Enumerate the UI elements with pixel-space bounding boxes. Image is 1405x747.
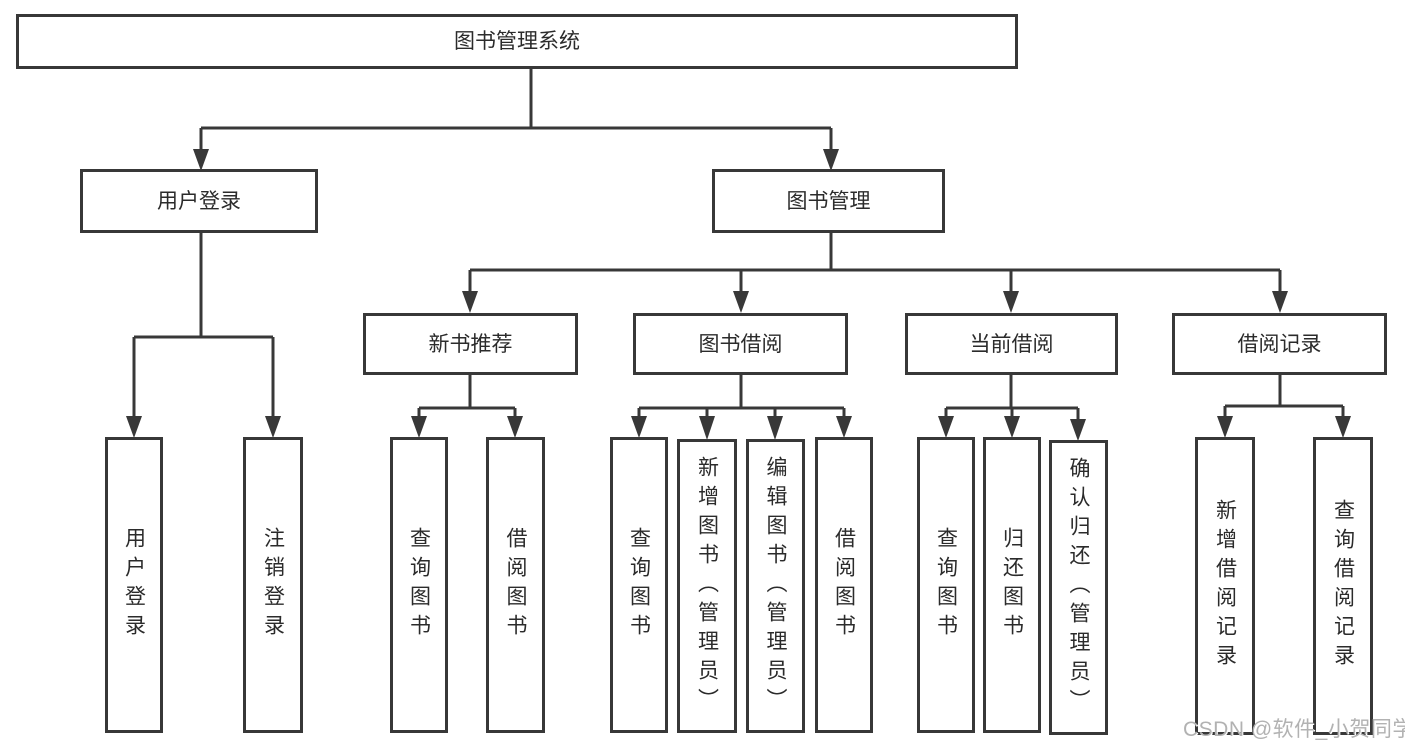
node-label: 借阅图书	[832, 527, 856, 643]
csdn-watermark: CSDN @软件_小贺同学	[1183, 718, 1405, 741]
node-current-borrowing: 当前借阅	[905, 313, 1118, 375]
node-user-login-module: 用户登录	[80, 169, 318, 233]
node-label: 用户登录	[122, 527, 146, 643]
node-book-borrowing: 图书借阅	[633, 313, 848, 375]
node-label: 查询图书	[627, 527, 651, 643]
node-new-book-recommendation: 新书推荐	[363, 313, 578, 375]
connector-book-mgmt-to-level3	[468, 233, 1282, 293]
node-label: 图书管理	[786, 189, 871, 213]
node-label: 编辑图书（管理员）	[764, 455, 787, 717]
node-return-books: 归还图书	[983, 437, 1041, 733]
node-user-login-leaf: 用户登录	[105, 437, 163, 733]
node-add-books-admin: 新增图书（管理员）	[677, 439, 737, 733]
node-label: 图书管理系统	[454, 30, 580, 53]
node-label: 用户登录	[157, 189, 241, 213]
node-borrow-books-1: 借阅图书	[486, 437, 545, 733]
node-label: 新增借阅记录	[1213, 499, 1237, 673]
node-label: 新书推荐	[428, 332, 513, 356]
node-label: 注销登录	[261, 527, 285, 643]
node-query-books-3: 查询图书	[917, 437, 975, 733]
node-query-books-1: 查询图书	[390, 437, 448, 733]
node-library-management-system: 图书管理系统	[16, 14, 1018, 69]
node-label: 图书借阅	[698, 332, 783, 356]
node-query-borrow-record: 查询借阅记录	[1313, 437, 1373, 735]
node-edit-books-admin: 编辑图书（管理员）	[746, 439, 805, 733]
node-label: 查询图书	[407, 527, 431, 643]
node-label: 查询图书	[934, 527, 958, 643]
node-query-books-2: 查询图书	[610, 437, 668, 733]
arrowheads	[126, 149, 1351, 441]
connector-borrow-records-to-children	[1223, 375, 1345, 420]
connector-root-to-level2	[199, 68, 833, 151]
node-label: 借阅图书	[504, 527, 527, 643]
node-label: 查询借阅记录	[1331, 499, 1355, 673]
node-book-management-module: 图书管理	[712, 169, 945, 233]
connector-book-borrow-to-children	[637, 375, 846, 420]
node-confirm-return-admin: 确认归还（管理员）	[1049, 440, 1108, 735]
node-label: 当前借阅	[969, 332, 1054, 356]
connector-current-borrow-to-children	[944, 375, 1080, 422]
node-label: 确认归还（管理员）	[1067, 457, 1090, 718]
node-label: 新增图书（管理员）	[695, 455, 719, 717]
connector-new-book-rec-to-children	[417, 375, 517, 420]
node-logout: 注销登录	[243, 437, 303, 733]
node-add-borrow-record: 新增借阅记录	[1195, 437, 1255, 735]
node-borrow-books-2: 借阅图书	[815, 437, 873, 733]
node-label: 借阅记录	[1237, 332, 1322, 356]
node-borrowing-records: 借阅记录	[1172, 313, 1387, 375]
node-label: 归还图书	[1000, 527, 1024, 643]
connector-user-login-to-children	[132, 233, 275, 418]
